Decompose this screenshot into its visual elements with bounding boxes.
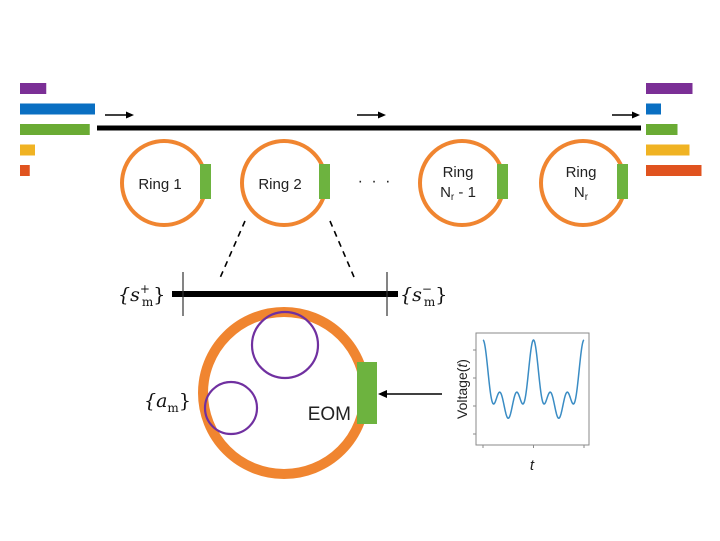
zoom-guide-line: [329, 220, 355, 278]
spectrum-line-4: [646, 144, 690, 156]
eom-modulator: [617, 164, 628, 199]
propagation-arrow-icon: [105, 111, 134, 119]
spectrum-line-3: [20, 124, 90, 135]
ring-2: Ring 2: [240, 139, 330, 227]
spectrum-line-4: [20, 144, 35, 156]
input-spectrum: [20, 83, 95, 176]
eom-modulator: [497, 164, 508, 199]
drive-arrow-icon: [378, 390, 442, 398]
zoom-guide-line: [219, 220, 246, 279]
y-axis-label: Voltage(t): [454, 359, 470, 419]
output-field-label: {s−m}: [400, 282, 447, 309]
mode-amplitude-label: {am}: [144, 390, 191, 415]
detail-eom-modulator: [357, 362, 377, 424]
ring-1: Ring 1: [120, 139, 211, 227]
output-spectrum: [646, 83, 702, 176]
ring-resonator: [418, 139, 506, 227]
mode-circle: [203, 380, 259, 436]
ring-label: Ring: [443, 164, 474, 181]
voltage-series-line: [482, 339, 585, 420]
spectrum-line-1: [646, 83, 693, 94]
ellipsis: · · ·: [358, 173, 393, 190]
spectrum-line-1: [20, 83, 47, 94]
ring-n: Ring Nr: [539, 139, 628, 227]
spectrum-line-2: [20, 103, 95, 115]
spectrum-line-5: [20, 165, 30, 176]
ring-index-label: Nr - 1: [440, 184, 476, 203]
propagation-arrow-icon: [357, 111, 386, 119]
spectrum-line-5: [646, 165, 702, 176]
input-field-label: {s+m}: [118, 282, 165, 309]
eom-label: EOM: [308, 404, 351, 425]
detail-ring-resonator: [198, 307, 370, 479]
chart-frame: [475, 332, 590, 446]
ring-resonator: [539, 139, 627, 227]
x-axis-label: t: [530, 457, 535, 474]
eom-modulator: [319, 164, 330, 199]
ring-label: Ring 1: [138, 176, 181, 193]
spectrum-line-3: [646, 124, 678, 135]
ring-n-minus-1: Ring Nr - 1: [418, 139, 508, 227]
ring-label: Ring 2: [258, 176, 301, 193]
eom-modulator: [200, 164, 211, 199]
spectrum-line-2: [646, 103, 661, 115]
ring-index-label: Nr: [574, 184, 589, 203]
voltage-chart: t Voltage(t): [454, 332, 590, 474]
propagation-arrow-icon: [612, 111, 640, 119]
ring-label: Ring: [566, 164, 597, 181]
mode-circle: [250, 310, 320, 380]
